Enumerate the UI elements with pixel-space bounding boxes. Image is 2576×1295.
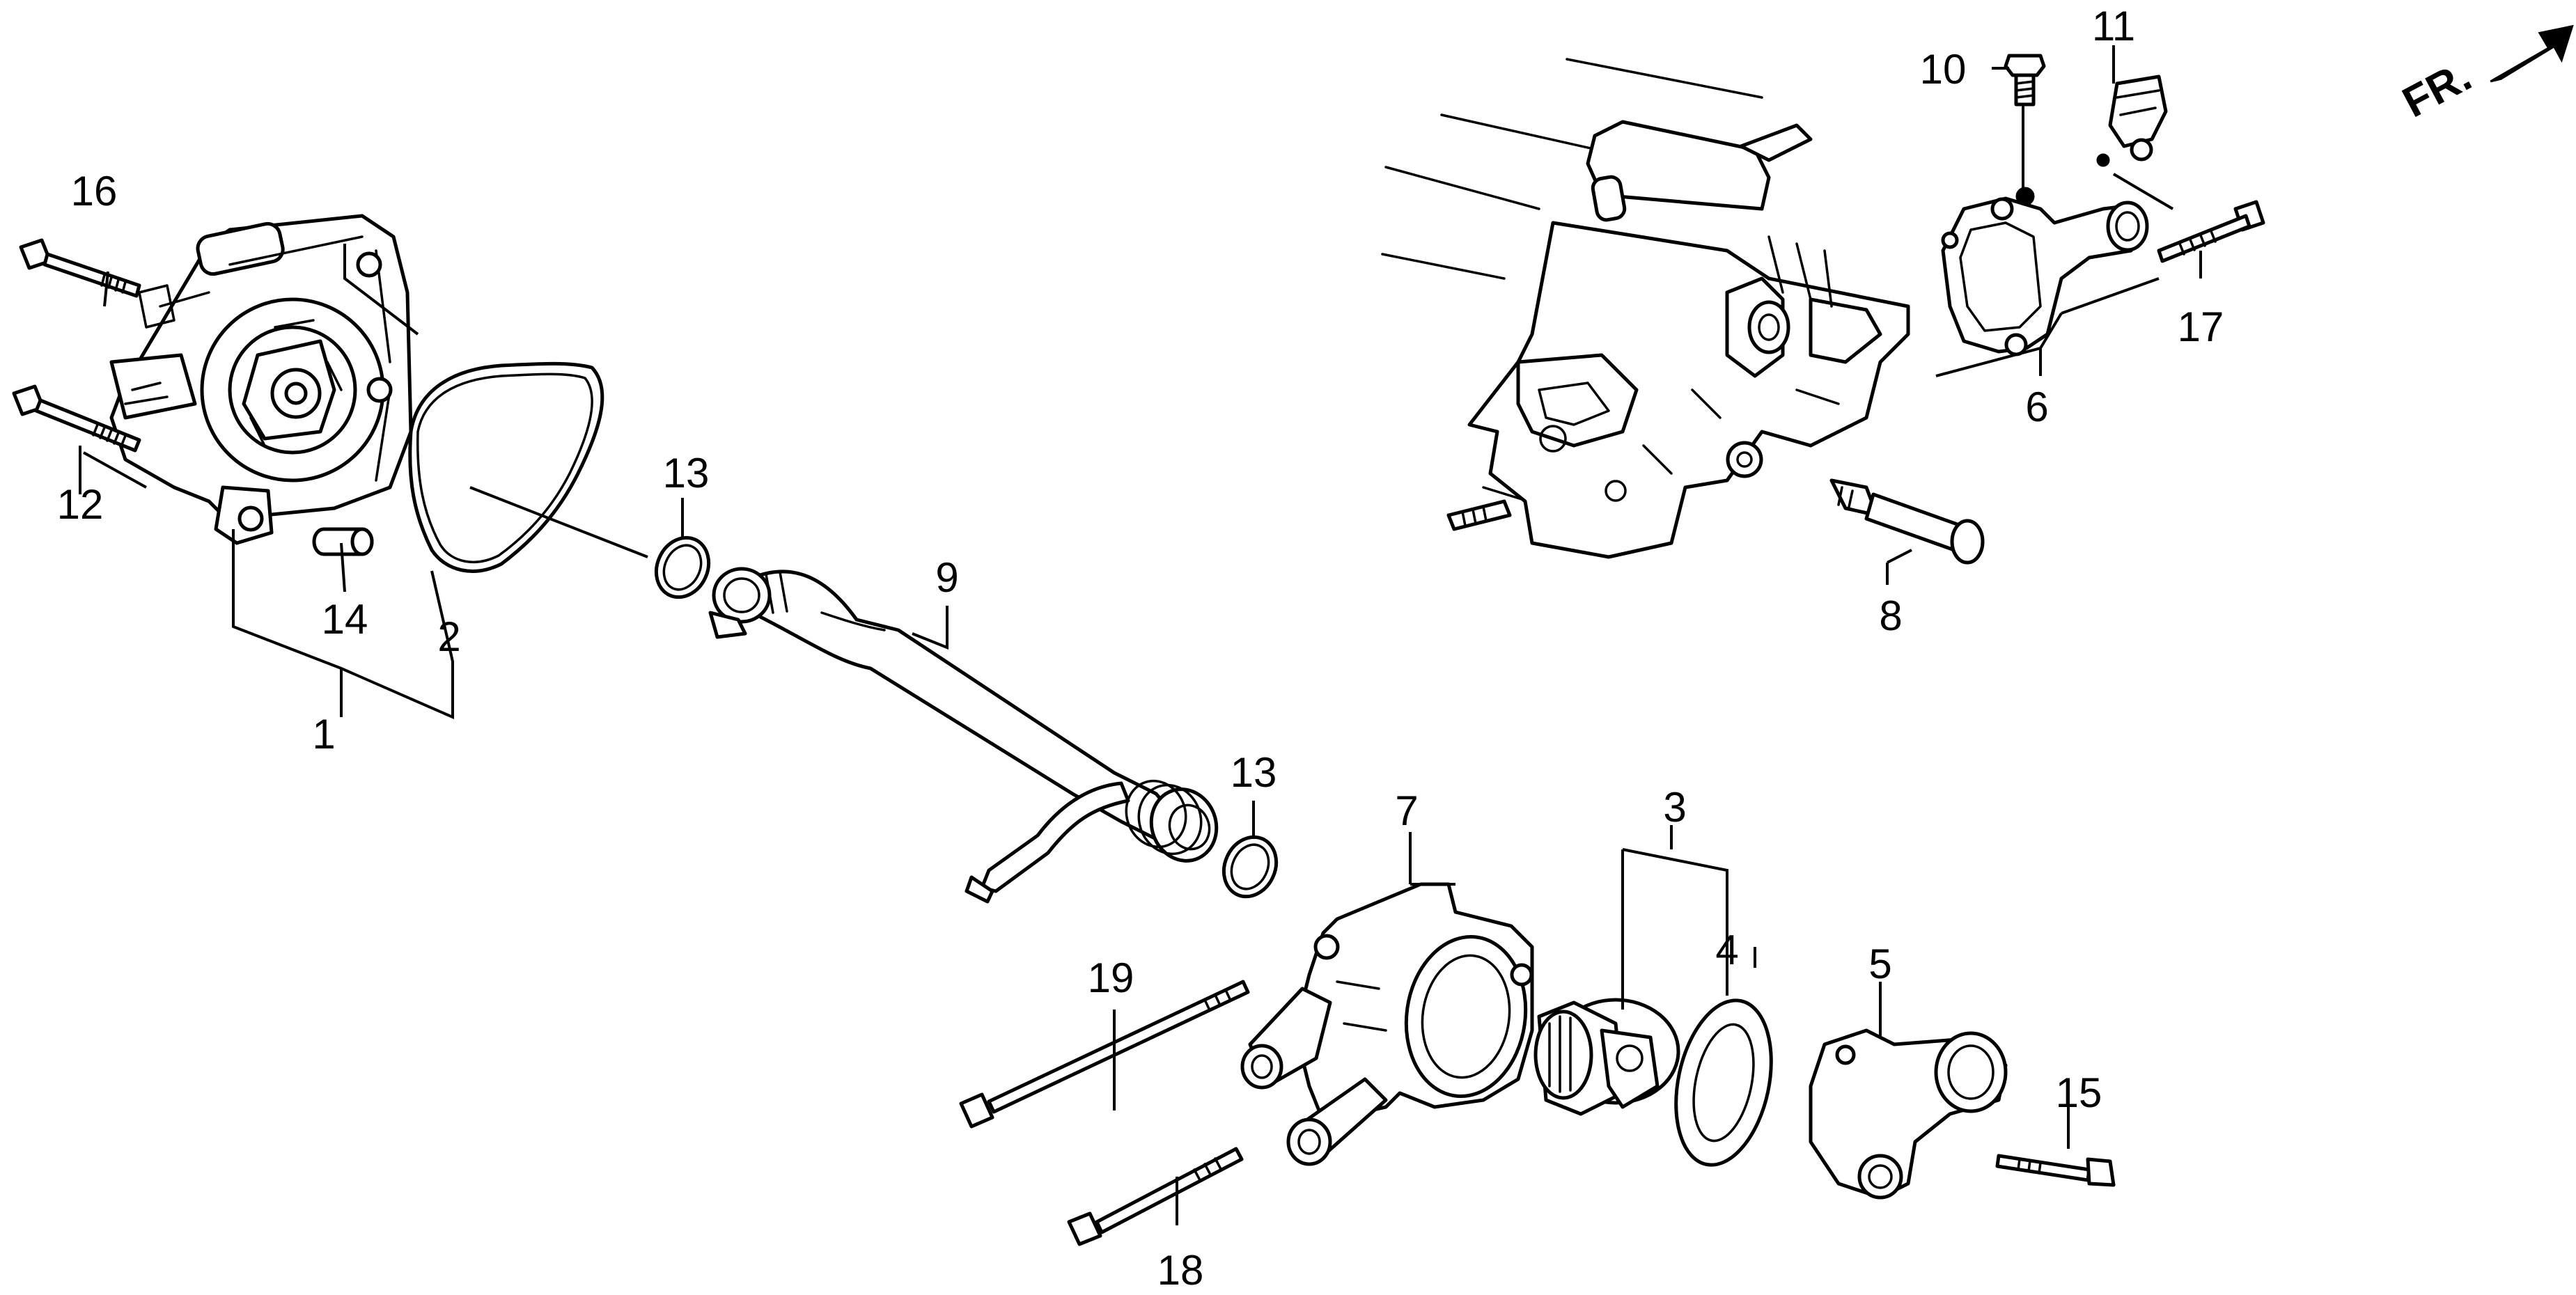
fitting-8 <box>1829 478 1985 565</box>
leader-lines <box>79 45 2202 1225</box>
gasket-2 <box>408 361 604 573</box>
callout-14: 14 <box>322 596 368 643</box>
callout-9: 9 <box>935 554 958 601</box>
callout-11: 11 <box>2092 3 2135 49</box>
callout-4: 4 <box>1715 927 1738 973</box>
thermostat-cover-5 <box>1809 1028 2008 1200</box>
callouts: 1 2 3 4 5 6 7 8 9 10 11 12 13 13 14 15 1… <box>57 3 2224 1294</box>
connecting-pipe-9 <box>708 567 1219 904</box>
callout-2: 2 <box>437 613 460 660</box>
callout-17: 17 <box>2178 304 2224 350</box>
pipe-end-corrugated <box>1125 779 1219 863</box>
water-outlet-6 <box>1941 196 2149 356</box>
water-pump <box>109 214 413 545</box>
callout-5: 5 <box>1868 941 1891 987</box>
callout-16: 16 <box>71 168 118 214</box>
thermostat-3 <box>1533 998 1680 1116</box>
front-direction-indicator: FR. <box>2395 24 2574 127</box>
o-ring-13-lower <box>1221 835 1279 899</box>
callout-18: 18 <box>1157 1247 1204 1294</box>
callout-13-upper: 13 <box>663 450 710 496</box>
cylinder-head <box>1381 58 1910 559</box>
arrow-front-icon <box>2490 24 2574 83</box>
callout-6: 6 <box>2025 384 2048 430</box>
callout-13-lower: 13 <box>1231 749 1277 796</box>
callout-3: 3 <box>1663 784 1686 831</box>
bolt-12 <box>12 384 141 453</box>
bolt-17 <box>2157 200 2265 263</box>
o-ring-13-upper <box>654 535 711 599</box>
bolt-16 <box>19 238 141 298</box>
thermo-switch-11 <box>2096 74 2168 167</box>
callout-7: 7 <box>1395 787 1418 834</box>
temperature-sensor-10 <box>2004 54 2046 206</box>
gasket-4 <box>1674 998 1773 1167</box>
bolt-15 <box>1995 1154 2116 1187</box>
callout-8: 8 <box>1879 592 1902 639</box>
callout-15: 15 <box>2056 1069 2102 1116</box>
bolt-18 <box>1067 1147 1244 1246</box>
callout-12: 12 <box>57 481 104 528</box>
direction-label: FR. <box>2395 52 2479 127</box>
callout-10: 10 <box>1920 46 1967 93</box>
thermostat-housing-7 <box>1240 882 1534 1166</box>
dowel-pin-14 <box>312 527 374 556</box>
callout-1: 1 <box>312 711 335 758</box>
bolt-19 <box>959 980 1250 1129</box>
callout-19: 19 <box>1088 955 1134 1001</box>
